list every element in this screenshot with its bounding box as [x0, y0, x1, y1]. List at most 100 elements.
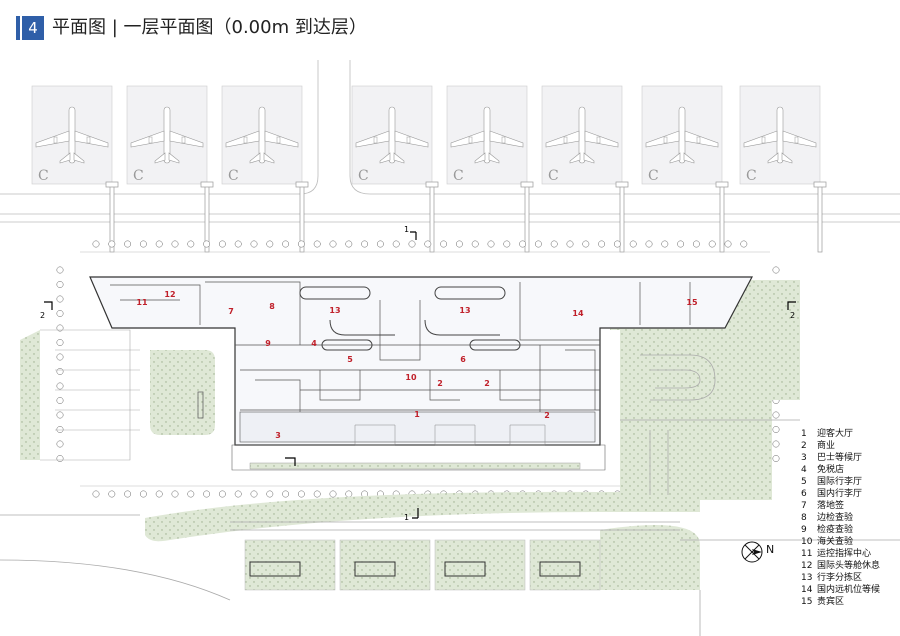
- north-arrow-label: N: [766, 543, 775, 556]
- grid-axis-bubble: [582, 240, 590, 248]
- grid-axis-bubble: [250, 490, 258, 498]
- grid-axis-bubble: [124, 240, 132, 248]
- legend-item-text: 贵宾区: [817, 597, 845, 607]
- legend-item: 6 国内行李厅: [801, 488, 880, 500]
- green-area-bottom: [145, 491, 700, 542]
- grid-axis-bubble: [534, 240, 542, 248]
- grid-axis-bubble: [772, 266, 780, 274]
- header-accent-bar: [16, 16, 20, 40]
- legend-item-number: 9: [801, 525, 807, 535]
- legend-item: 2 商业: [801, 440, 880, 452]
- grid-axis-bubble: [503, 240, 511, 248]
- page-title: 平面图 | 一层平面图（0.00m 到达层）: [52, 17, 367, 38]
- gate-stand: C: [446, 85, 528, 185]
- legend-item-number: 7: [801, 501, 807, 511]
- grid-axis-bubble: [455, 240, 463, 248]
- gate-code-label: C: [133, 168, 144, 184]
- legend-item-text: 迎客大厅: [817, 429, 854, 439]
- grid-axis-bubble: [329, 490, 337, 498]
- legend-item-number: 2: [801, 441, 807, 451]
- grid-axis-bubble: [282, 240, 290, 248]
- grid-axis-bubble: [519, 240, 527, 248]
- section-mark-bottom: [412, 508, 419, 519]
- grid-axis-bubble: [56, 411, 64, 419]
- grid-axis-bubble: [487, 240, 495, 248]
- grid-axis-bubble: [677, 240, 685, 248]
- gate-code-label: C: [548, 168, 559, 184]
- page-header: 4 平面图 | 一层平面图（0.00m 到达层）: [0, 16, 900, 46]
- legend-item-number: 12: [801, 561, 813, 571]
- room-label-14: 14: [572, 309, 584, 318]
- legend-item-number: 15: [801, 597, 813, 607]
- gate-stand: C: [739, 85, 821, 185]
- parking-structures: [244, 539, 601, 591]
- legend-item: 4 免税店: [801, 464, 880, 476]
- legend-item-number: 1: [801, 429, 807, 439]
- grid-axis-bubble: [440, 240, 448, 248]
- grid-axis-bubble: [108, 490, 116, 498]
- legend-item-text: 巴士等候厅: [817, 453, 863, 463]
- room-label-12: 12: [164, 290, 175, 299]
- grid-axis-bubble: [203, 490, 211, 498]
- grid-axis-bubble: [313, 490, 321, 498]
- legend-item-text: 国内远机位等候: [817, 585, 881, 595]
- legend-item-text: 免税店: [817, 465, 845, 475]
- grid-axis-bubble: [218, 490, 226, 498]
- grid-axis-bubble: [629, 240, 637, 248]
- legend-item-number: 13: [801, 573, 813, 583]
- grid-axis-bubble: [250, 240, 258, 248]
- legend-item-text: 落地签: [817, 501, 845, 511]
- gate-code-label: C: [38, 168, 49, 184]
- room-label-2a: 2: [437, 379, 443, 388]
- grid-axis-bubble: [692, 240, 700, 248]
- gate-code-label: C: [228, 168, 239, 184]
- grid-axis-bubble: [408, 240, 416, 248]
- legend-item-text: 商业: [817, 441, 836, 451]
- grid-axis-bubble: [550, 240, 558, 248]
- legend-item-number: 14: [801, 585, 813, 595]
- grid-axis-bubble: [56, 426, 64, 433]
- grid-axis-left: [56, 266, 64, 462]
- grid-axis-bubble: [266, 240, 274, 248]
- legend-item: 3 巴士等候厅: [801, 452, 880, 464]
- curbside-road: [0, 514, 900, 636]
- gate-code-label: C: [746, 168, 757, 184]
- grid-axis-bubble: [566, 240, 574, 248]
- legend-item-text: 国际行李厅: [817, 477, 863, 487]
- section-mark-top: [410, 231, 417, 240]
- grid-axis-bubble: [376, 240, 384, 248]
- grid-axis-bubble: [155, 490, 163, 498]
- room-label-2c: 2: [544, 411, 550, 420]
- grid-axis-bubble: [313, 240, 321, 248]
- legend-item-number: 5: [801, 477, 807, 487]
- legend-item-number: 4: [801, 465, 807, 475]
- section-mark-right-label: 2: [790, 311, 795, 320]
- room-labels: 1 2 2 2 3 4 5 6 7 8 9 10 11 12 13 13 14 …: [136, 290, 698, 440]
- grid-axis-bubble: [708, 240, 716, 248]
- legend-item-number: 3: [801, 453, 807, 463]
- grid-axis-bubble: [108, 240, 116, 248]
- grid-axis-bubble: [56, 397, 64, 404]
- grid-axis-top: [80, 240, 770, 487]
- gate-code-label: C: [358, 168, 369, 184]
- grid-axis-bubble: [772, 440, 780, 448]
- room-label-13a: 13: [329, 306, 340, 315]
- section-mark-left-label: 2: [40, 311, 45, 320]
- green-area-left: [20, 330, 40, 460]
- grid-axis-bubble: [471, 240, 479, 248]
- grid-axis-bubble: [56, 295, 64, 303]
- legend-item: 5 国际行李厅: [801, 476, 880, 488]
- room-label-6: 6: [460, 355, 466, 364]
- legend-item-text: 行李分拣区: [817, 573, 863, 583]
- grid-axis-bubble: [772, 455, 780, 462]
- legend-item-number: 6: [801, 489, 807, 499]
- legend-item-text: 国内行李厅: [817, 489, 863, 499]
